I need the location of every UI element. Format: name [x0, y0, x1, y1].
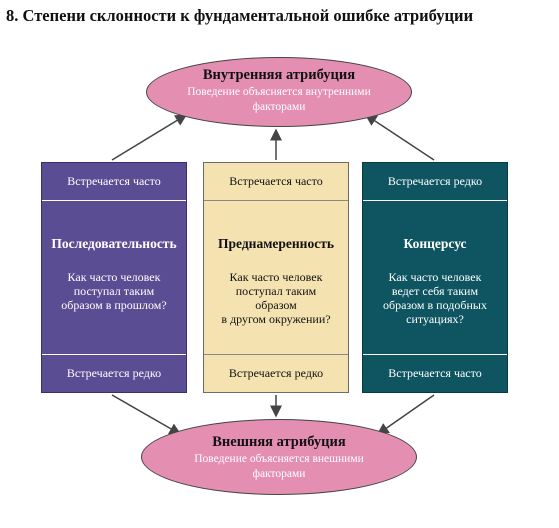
intentionality-column: Встречается часто Преднамеренность Как ч… — [203, 162, 349, 393]
consistency-column: Встречается часто Последовательность Как… — [41, 162, 187, 393]
external-attribution-subtitle-1: Поведение объясняется внешними — [194, 453, 364, 465]
arrow-left-down — [111, 394, 182, 435]
external-attribution-subtitle-2: факторами — [252, 468, 306, 480]
external-attribution-title: Внешняя атрибуция — [212, 434, 346, 450]
arrow-right-up — [364, 114, 435, 161]
arrow-left-up — [111, 114, 188, 161]
consistency-heading: Последовательность — [51, 236, 177, 251]
consensus-column: Встречается редко Концерсус Как часто че… — [362, 162, 508, 393]
internal-attribution-ellipse: Внутренняя атрибуция Поведение объясняет… — [146, 57, 412, 127]
diagram-title: 8. Степени склонности к фундаментальной … — [6, 6, 474, 25]
internal-attribution-subtitle-2: факторами — [252, 101, 306, 113]
intentionality-bottom-label: Встречается редко — [204, 354, 348, 392]
intentionality-top-label: Встречается часто — [204, 163, 348, 201]
consensus-top-label: Встречается редко — [363, 163, 507, 201]
arrow-right-down — [376, 394, 435, 435]
consistency-bottom-label: Встречается редко — [42, 354, 186, 392]
consistency-top-label: Встречается часто — [42, 163, 186, 201]
consistency-question: Как часто человек поступал таким образом… — [61, 270, 167, 312]
intentionality-heading: Преднамеренность — [218, 236, 334, 251]
external-attribution-ellipse: Внешняя атрибуция Поведение объясняется … — [141, 419, 417, 495]
consensus-question: Как часто человек ведет себя таким образ… — [383, 270, 487, 326]
intentionality-question: Как часто человек поступал таким образом… — [221, 270, 331, 326]
consensus-bottom-label: Встречается часто — [363, 354, 507, 392]
internal-attribution-title: Внутренняя атрибуция — [202, 67, 356, 83]
consensus-heading: Концерсус — [403, 236, 467, 251]
internal-attribution-subtitle-1: Поведение объясняется внутренними — [187, 86, 371, 98]
